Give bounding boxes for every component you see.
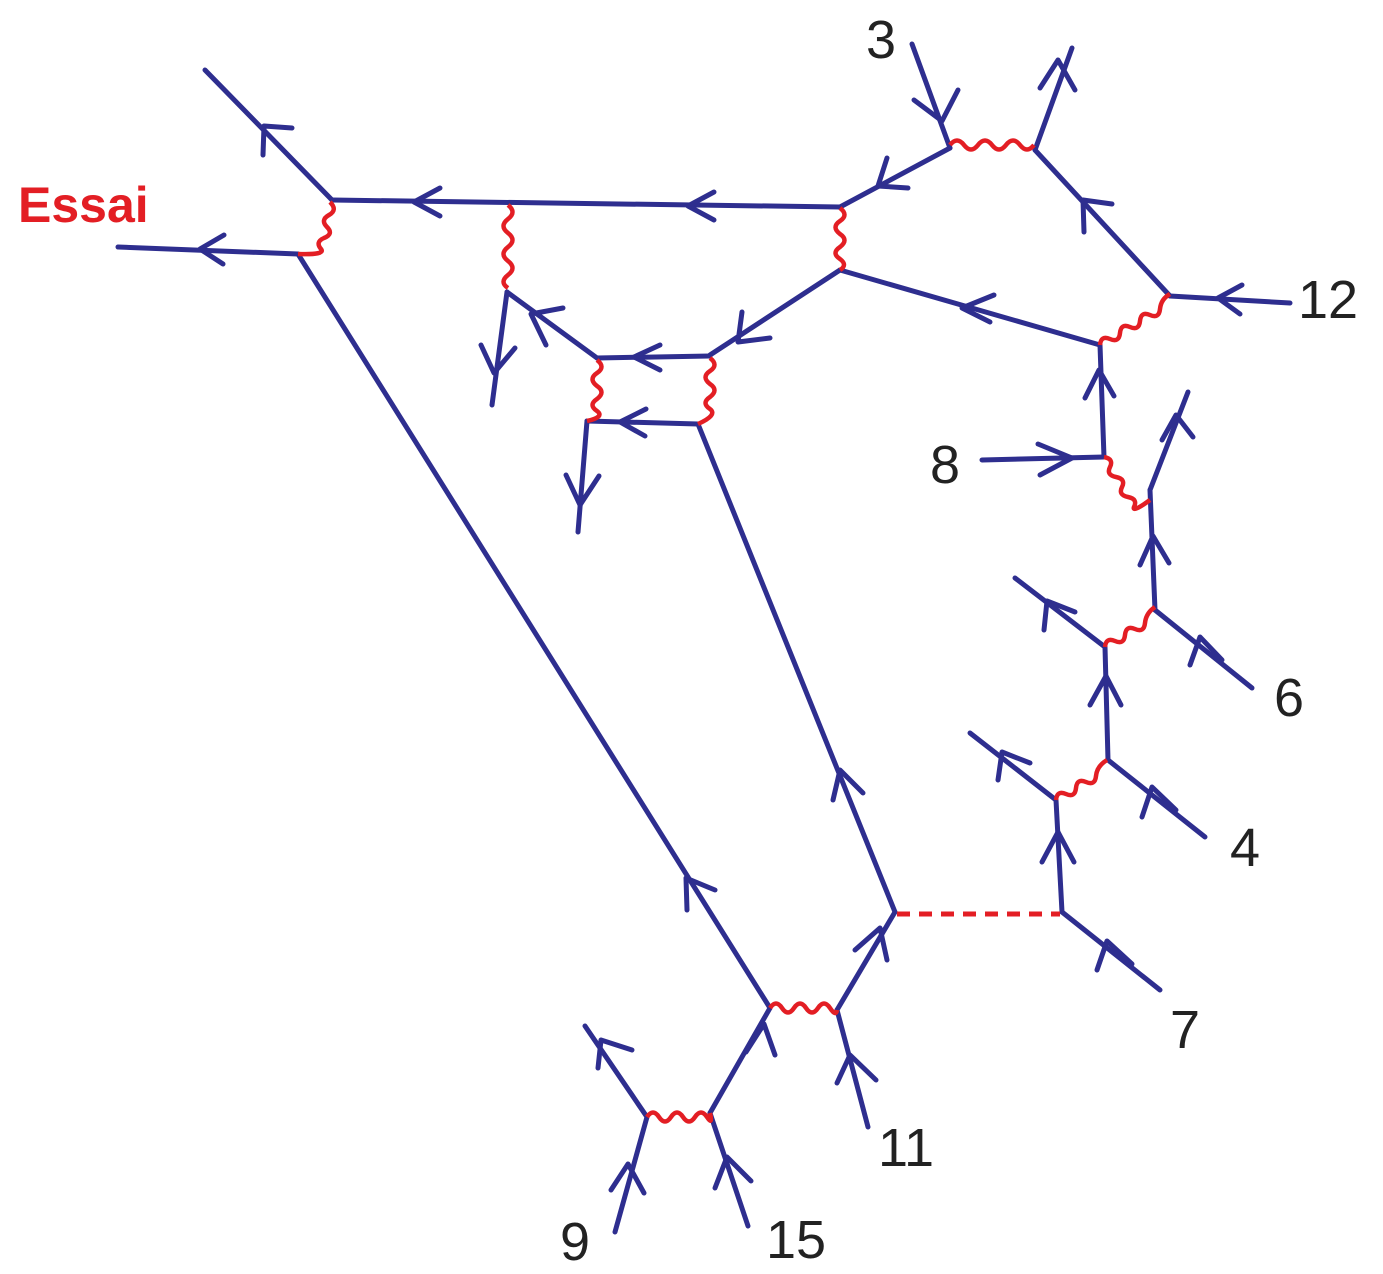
line-3-in [909, 41, 953, 151]
particle-lines [115, 41, 1293, 1235]
line-6-in [1152, 607, 1255, 691]
line-top-horizontal [329, 197, 843, 210]
arrow-icon [1215, 282, 1245, 317]
line-840-710 [707, 267, 843, 358]
arrow-icon [685, 189, 717, 223]
line-1170-1035 [1032, 147, 1173, 299]
arrow-icon [743, 1021, 778, 1058]
wavy-left-vertical [501, 203, 515, 290]
arrow-icon [1035, 441, 1075, 478]
wavy-bottom-upper [768, 1001, 840, 1016]
line-1062-1056 [1053, 797, 1065, 915]
line-out-top [202, 67, 335, 203]
arrow-icon [830, 767, 866, 803]
label-8: 8 [930, 435, 960, 495]
arrow-icon [1039, 829, 1077, 865]
line-box-top [594, 353, 713, 361]
line-950-840 [837, 145, 953, 210]
label-15: 15 [766, 1210, 826, 1270]
arrow-icon [834, 1052, 879, 1086]
arrow-icon [595, 1037, 635, 1071]
line-7-in [1059, 909, 1163, 993]
arrow-icon [959, 292, 997, 325]
arrow-icon [608, 1161, 647, 1196]
label-3: 3 [866, 10, 896, 70]
line-box-bottom [584, 418, 701, 427]
arrow-icon [411, 185, 443, 219]
line-4-in [1105, 757, 1208, 840]
line-698-895 [695, 421, 898, 915]
arrow-icon [617, 406, 649, 439]
wavy-4-vertex [1053, 758, 1109, 801]
arrow-icon [995, 749, 1033, 783]
label-7: 7 [1170, 1000, 1200, 1060]
wavy-12-vertex [1097, 292, 1172, 346]
arrow-icon [1094, 938, 1135, 973]
arrow-icon [875, 155, 911, 191]
line-507-down [489, 289, 510, 408]
arrowheads [197, 57, 1245, 1196]
arrow-icon [1137, 533, 1172, 568]
arrow-icon [1139, 784, 1179, 820]
line-1056-out [967, 730, 1059, 803]
line-long-diagonal [295, 251, 773, 1011]
label-4: 4 [1230, 818, 1260, 878]
label-9: 9 [560, 1212, 590, 1272]
line-15-in [707, 1110, 751, 1229]
wavy-6-vertex [1102, 605, 1157, 648]
label-6: 6 [1274, 668, 1304, 728]
line-out-essai [115, 244, 301, 257]
line-647-out [582, 1023, 650, 1120]
wavy-mid-vertical [833, 206, 847, 272]
wavy-bottom-lower [645, 1110, 714, 1124]
wavy-top-right [948, 138, 1036, 152]
arrow-icon [911, 87, 961, 124]
line-1108-1105 [1102, 644, 1111, 763]
arrow-icon [1087, 673, 1124, 708]
arrow-icon [735, 309, 773, 345]
arrow-icon [1187, 634, 1225, 668]
label-11: 11 [878, 1118, 934, 1178]
line-587-down [575, 418, 590, 535]
label-12: 12 [1298, 270, 1358, 330]
arrow-icon [683, 875, 718, 913]
line-1104-1100 [1097, 342, 1107, 460]
arrow-icon [852, 925, 890, 963]
diagram-title: Essai [18, 177, 149, 233]
line-1105-out [1012, 575, 1108, 650]
line-11-in [834, 1007, 871, 1130]
arrow-icon [1159, 412, 1196, 443]
arrow-icon [1041, 598, 1078, 633]
arrow-icon [1082, 367, 1117, 401]
line-12-in [1167, 293, 1293, 306]
wavy-8-vertex [1103, 454, 1152, 512]
arrow-icon [563, 472, 602, 508]
arrow-icon [631, 342, 663, 373]
line-1150-out [1147, 389, 1191, 493]
interaction-lines [297, 138, 1172, 1124]
arrow-icon [712, 1154, 754, 1191]
arrow-icon [1037, 57, 1078, 93]
line-top-out [1032, 45, 1075, 153]
wavy-essai [297, 200, 336, 257]
arrow-icon [1080, 197, 1115, 235]
line-597-507 [504, 289, 600, 361]
arrow-icon [528, 305, 566, 348]
arrow-icon [197, 232, 227, 267]
line-710-770 [707, 1005, 773, 1116]
line-837-895 [834, 909, 898, 1013]
arrow-icon [478, 342, 518, 376]
line-1100-840 [837, 267, 1103, 348]
line-8-in [979, 454, 1107, 463]
wavy-box-left [586, 358, 604, 424]
wavy-box-right [697, 356, 717, 427]
arrow-icon [260, 123, 295, 158]
line-1155-1150 [1147, 487, 1158, 613]
